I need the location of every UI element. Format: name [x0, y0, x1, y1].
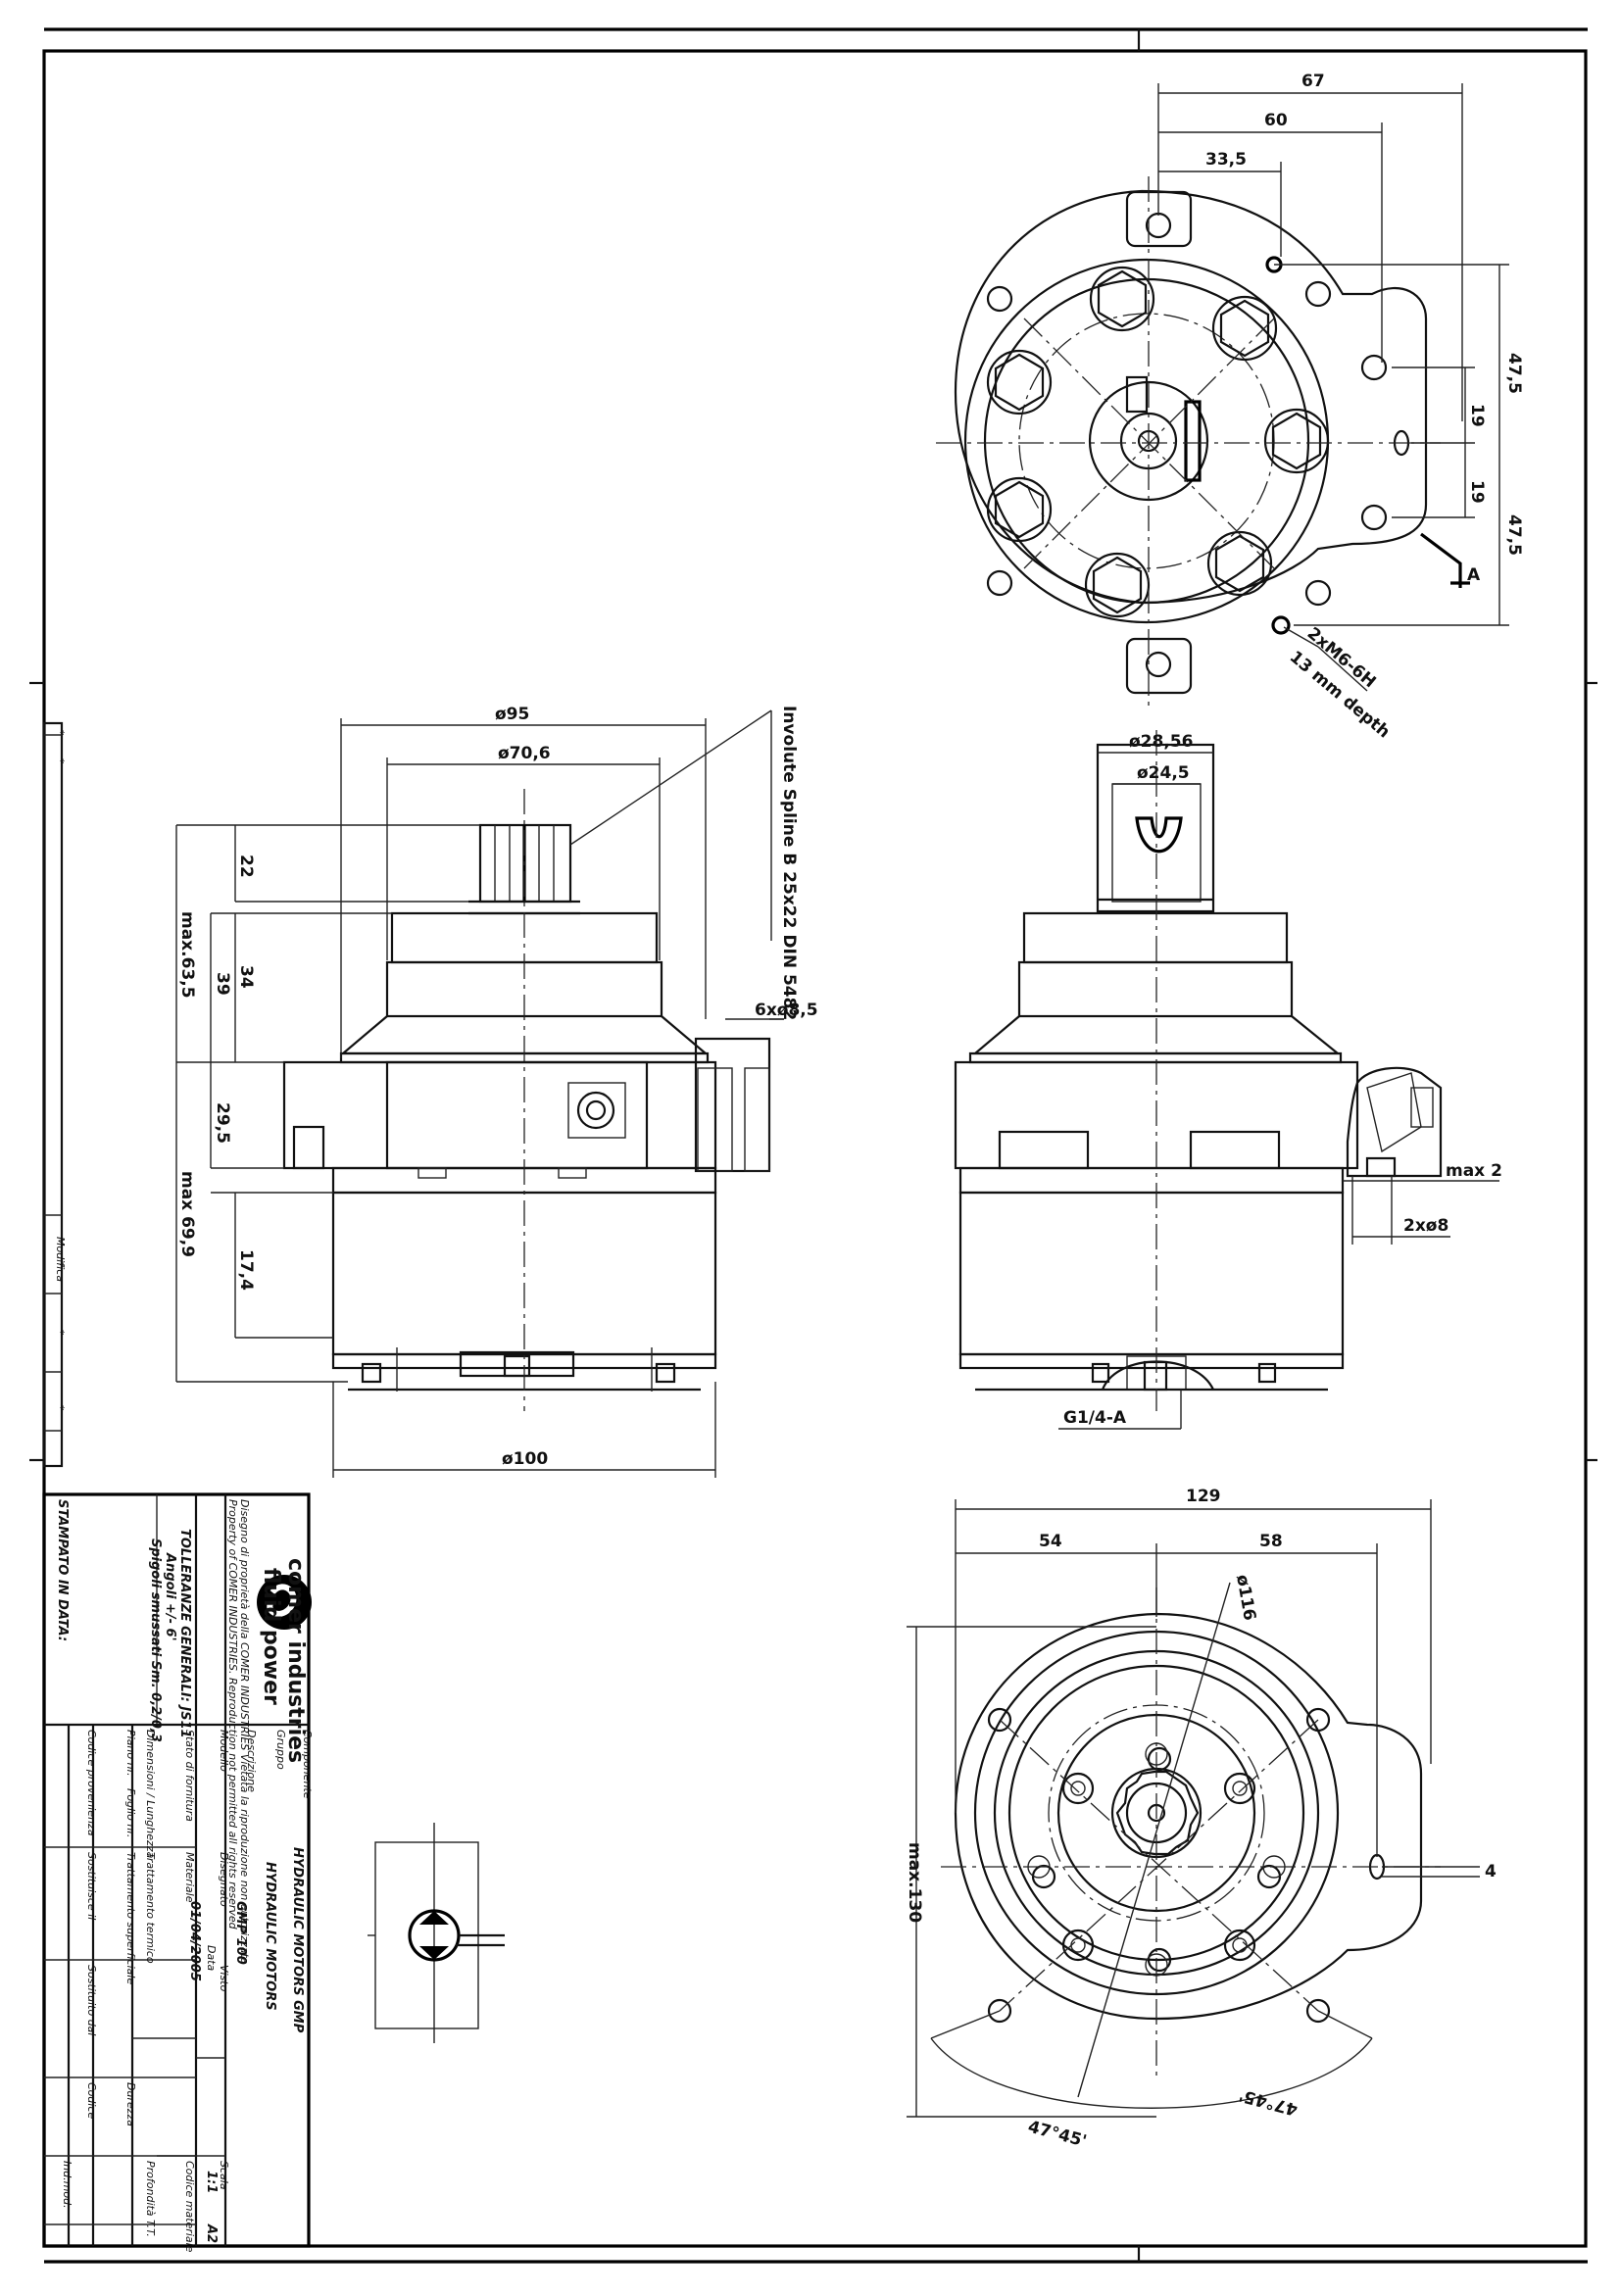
svg-text:Profondità T.T.: Profondità T.T. — [144, 2161, 157, 2237]
front-view — [954, 730, 1499, 1430]
svg-text:Durezza: Durezza — [124, 2082, 137, 2126]
svg-text:Trattamento superficiale: Trattamento superficiale — [124, 1852, 137, 1984]
svg-text:39: 39 — [213, 972, 232, 996]
svg-text:22: 22 — [236, 855, 256, 878]
copyright-en: Property of COMER INDUSTRIES. Reproducti… — [226, 1499, 239, 1930]
svg-text:Trattamento termico: Trattamento termico — [144, 1852, 157, 1964]
svg-text:6xø8,5: 6xø8,5 — [755, 1001, 818, 1020]
svg-text:Sostituisce il: Sostituisce il — [85, 1852, 98, 1920]
component-value: HYDRAULIC MOTORS GMP — [290, 1847, 305, 2033]
svg-text:129: 129 — [1186, 1487, 1221, 1506]
svg-text:Ind.mod.: Ind.mod. — [61, 2161, 74, 2209]
top-view — [936, 83, 1509, 706]
svg-text:*: * — [54, 758, 67, 764]
svg-text:Sostituito dal: Sostituito dal — [85, 1965, 98, 2035]
company-logo — [257, 1575, 312, 1630]
svg-text:47,5: 47,5 — [1504, 514, 1524, 556]
svg-text:Codice: Codice — [85, 2082, 98, 2119]
svg-text:ø116: ø116 — [1232, 1573, 1259, 1622]
svg-text:Scala: Scala — [218, 2161, 230, 2190]
svg-text:Materiale: Materiale — [183, 1852, 196, 1903]
scale-value: 1:1 — [204, 2171, 219, 2193]
svg-text:ø24,5: ø24,5 — [1137, 763, 1190, 783]
svg-text:A: A — [1467, 565, 1481, 585]
svg-text:*: * — [54, 1262, 67, 1268]
format-value: A2 — [204, 2223, 219, 2243]
svg-text:Dimensioni / Lunghezza: Dimensioni / Lunghezza — [144, 1730, 157, 1859]
company-name: comer industries — [283, 1558, 308, 1763]
svg-text:Piano nr.: Piano nr. — [124, 1730, 137, 1777]
side-view-dimensions: ø95 ø70,6 Involute Spline B 25x22 DIN 54… — [177, 705, 818, 1469]
title-block — [42, 1492, 312, 2248]
svg-text:47,5: 47,5 — [1504, 353, 1524, 394]
svg-text:29,5: 29,5 — [213, 1102, 232, 1144]
tolerances: TOLLERANZE GENERALI: JS11 — [177, 1529, 192, 1738]
svg-text:Involute Spline B 25x22 DIN 54: Involute Spline B 25x22 DIN 5482 — [779, 706, 799, 1020]
svg-text:Codice provenienza: Codice provenienza — [85, 1730, 98, 1836]
svg-text:60: 60 — [1264, 111, 1288, 130]
svg-text:ø100: ø100 — [502, 1449, 548, 1469]
copyright-it: Disegno di proprietà della COMER INDUSTR… — [238, 1499, 251, 1965]
company-subtitle: fluid power — [259, 1568, 283, 1705]
svg-text:Descrizione: Descrizione — [245, 1730, 258, 1792]
svg-text:Stato di fornitura: Stato di fornitura — [183, 1730, 196, 1822]
svg-text:4: 4 — [1485, 1862, 1497, 1881]
svg-text:47°45': 47°45' — [1237, 2084, 1300, 2119]
svg-text:Visto: Visto — [218, 1965, 230, 1992]
svg-text:*: * — [54, 730, 67, 736]
title-block-text: comer industries fluid power Disegno di … — [55, 1499, 314, 2253]
hydraulic-motor-symbol — [368, 1823, 505, 2043]
svg-text:Modello: Modello — [218, 1730, 230, 1772]
svg-text:17,4: 17,4 — [236, 1249, 256, 1291]
angles: Angoli +/- 6' — [163, 1552, 177, 1641]
svg-text:Gruppo: Gruppo — [274, 1730, 287, 1770]
svg-text:max 2: max 2 — [1446, 1161, 1502, 1181]
svg-text:Componente: Componente — [301, 1730, 314, 1799]
svg-text:67: 67 — [1301, 72, 1325, 91]
side-view — [175, 709, 784, 1478]
svg-text:19: 19 — [1467, 404, 1487, 427]
svg-text:G1/4-A: G1/4-A — [1063, 1408, 1127, 1428]
side-strip-label: Modifica — [54, 1237, 67, 1282]
svg-text:max.130: max.130 — [905, 1842, 924, 1923]
edges: Spigoli smussati Sm. 0,2/0,3 — [148, 1539, 163, 1742]
svg-text:47°45': 47°45' — [1026, 2118, 1089, 2152]
svg-text:*: * — [54, 1330, 67, 1336]
svg-text:54: 54 — [1039, 1532, 1062, 1551]
bottom-view — [907, 1499, 1480, 2118]
svg-text:ø95: ø95 — [495, 705, 529, 724]
svg-text:Codice materiale: Codice materiale — [183, 2161, 196, 2253]
svg-text:2xø8: 2xø8 — [1403, 1216, 1448, 1236]
svg-text:max.63,5: max.63,5 — [177, 911, 197, 999]
svg-text:ø70,6: ø70,6 — [498, 744, 551, 763]
svg-text:58: 58 — [1259, 1532, 1283, 1551]
front-view-dimensions: ø28,56 ø24,5 max 2 2xø8 G1/4-A — [1063, 732, 1502, 1428]
sheet-frame — [29, 27, 1597, 2264]
group-value: HYDRAULIC MOTORS — [263, 1862, 277, 2011]
svg-text:*: * — [54, 1405, 67, 1411]
svg-text:34: 34 — [236, 965, 256, 989]
svg-text:ø28,56: ø28,56 — [1129, 732, 1193, 752]
svg-text:33,5: 33,5 — [1205, 150, 1247, 170]
revision-strip-text: Modifica * * * * * — [54, 730, 67, 1411]
svg-text:Disegnato: Disegnato — [218, 1852, 230, 1907]
description-value: GMP 100 — [233, 1901, 248, 1965]
svg-text:19: 19 — [1467, 480, 1487, 504]
svg-text:Data: Data — [205, 1945, 218, 1972]
date-value: 01/04/2005 — [187, 1901, 202, 1981]
print-date-label: STAMPATO IN DATA: — [55, 1499, 70, 1641]
svg-text:Foglio nr.: Foglio nr. — [124, 1788, 137, 1837]
svg-text:max 69,9: max 69,9 — [177, 1171, 197, 1257]
